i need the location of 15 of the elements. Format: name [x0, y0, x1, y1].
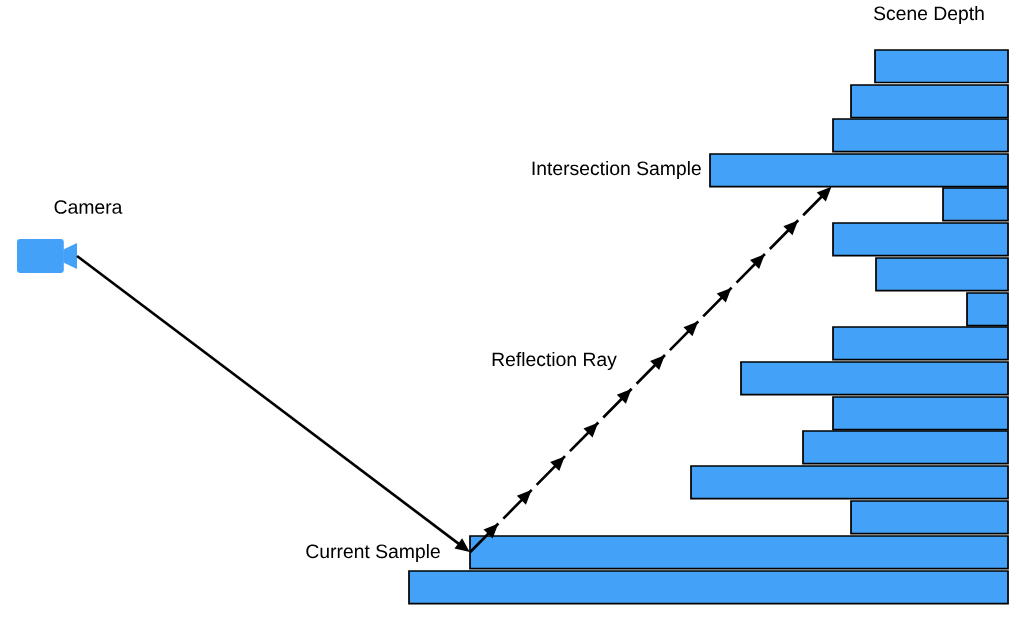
depth-bar — [740, 361, 1009, 396]
depth-bar — [850, 500, 1009, 535]
depth-bar — [832, 396, 1009, 431]
depth-bar — [832, 118, 1009, 153]
caption-label: Current Sample — [306, 544, 440, 562]
ray-label: Reflection Ray — [492, 352, 617, 370]
caption-label: Intersection Sample — [532, 161, 701, 179]
depth-bar — [408, 570, 1009, 605]
depth-bar — [942, 187, 1009, 222]
depth-bar — [850, 84, 1009, 119]
depth-bar — [874, 49, 1009, 84]
depth-bar — [966, 292, 1009, 327]
heading: Scene Depth — [874, 6, 984, 24]
caption-label: Camera — [54, 200, 123, 214]
depth-bar — [802, 430, 1009, 465]
